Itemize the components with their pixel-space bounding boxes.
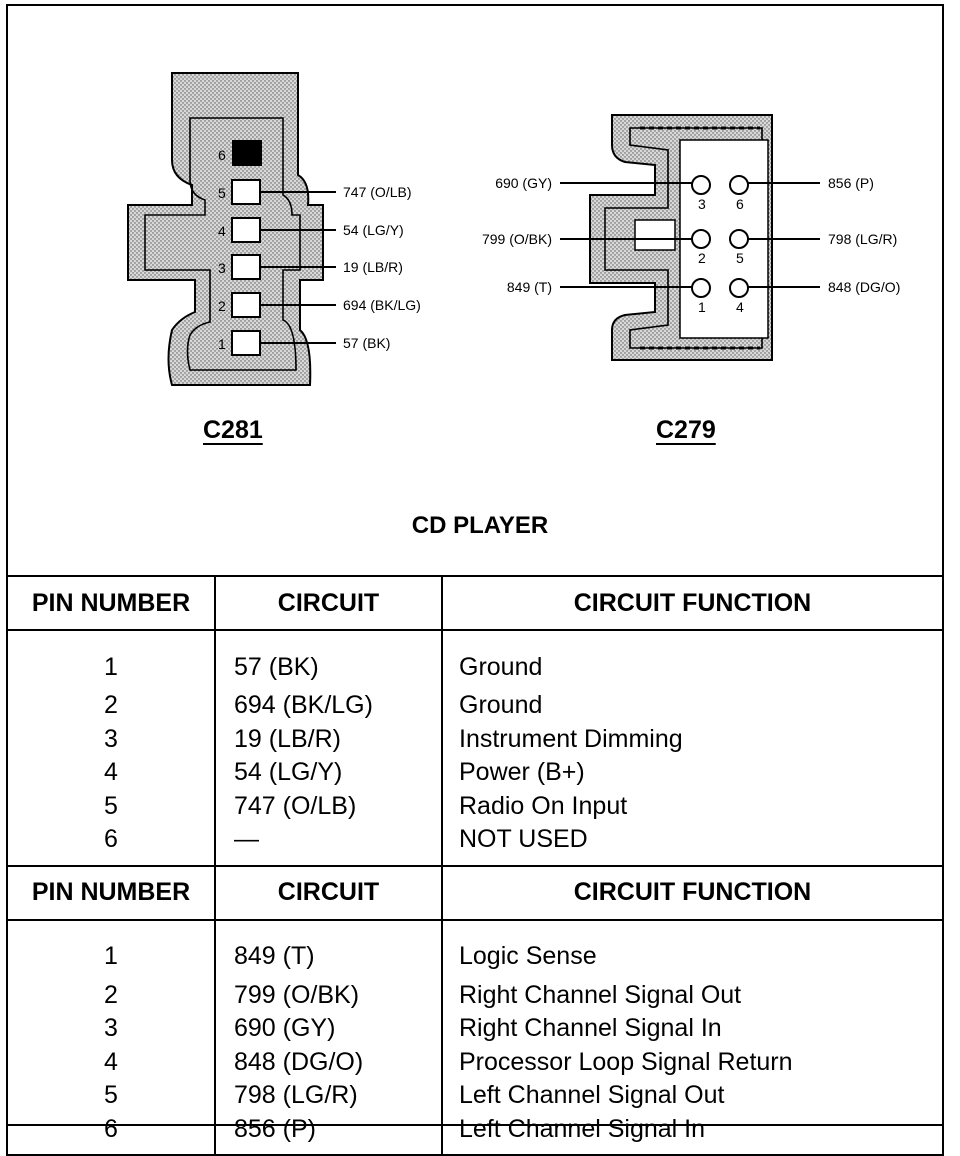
pin-number-cell: 5 <box>6 1079 216 1113</box>
c281-wire-label: 54 (LG/Y) <box>343 222 404 238</box>
c281-pin-number: 5 <box>218 185 226 201</box>
c279-wire-label: 799 (O/BK) <box>482 231 552 247</box>
column-header: CIRCUIT <box>214 864 443 921</box>
c279-pin-number: 4 <box>736 299 744 315</box>
c279-wire-label: 798 (LG/R) <box>828 231 897 247</box>
c279-wire-label: 856 (P) <box>828 175 874 191</box>
pin-number-cell: 4 <box>6 1045 216 1079</box>
c279-pin3-cavity <box>691 175 711 195</box>
pin-number-cell: 3 <box>6 722 216 756</box>
c279-pin5-cavity <box>729 229 749 249</box>
table-row: 6 856 (P) Left Channel Signal In <box>6 1112 944 1156</box>
function-cell: Left Channel Signal In <box>441 1112 944 1156</box>
c281-wire-label: 57 (BK) <box>343 335 390 351</box>
c281-pin-number: 1 <box>218 336 226 352</box>
table-header-row: PIN NUMBER CIRCUIT CIRCUIT FUNCTION <box>6 864 944 921</box>
c281-pin2-cavity <box>231 292 261 318</box>
function-cell: Left Channel Signal Out <box>441 1079 944 1113</box>
circuit-cell: 798 (LG/R) <box>214 1079 443 1113</box>
diagram-title: CD PLAYER <box>411 512 549 539</box>
c281-pin5-cavity <box>231 179 261 205</box>
function-cell: Processor Loop Signal Return <box>441 1045 944 1079</box>
c281-pin-number: 2 <box>218 298 226 314</box>
table-row: 5 747 (O/LB) Radio On Input <box>6 789 944 823</box>
c281-wire-label: 694 (BK/LG) <box>343 297 421 313</box>
c281-pin-number: 3 <box>218 260 226 276</box>
table-row: 3 690 (GY) Right Channel Signal In <box>6 1012 944 1046</box>
pin-number-cell: 2 <box>6 978 216 1012</box>
column-header: PIN NUMBER <box>6 864 216 921</box>
table-row: 1 849 (T) Logic Sense <box>6 919 944 979</box>
table-row: 2 694 (BK/LG) Ground <box>6 689 944 723</box>
c279-pin1-cavity <box>691 278 711 298</box>
circuit-cell: 54 (LG/Y) <box>214 756 443 790</box>
function-cell: Power (B+) <box>441 756 944 790</box>
table-row: 1 57 (BK) Ground <box>6 630 944 689</box>
c279-wire-label: 848 (DG/O) <box>828 279 900 295</box>
circuit-cell: 57 (BK) <box>214 630 443 689</box>
table-row: 5 798 (LG/R) Left Channel Signal Out <box>6 1079 944 1113</box>
column-header: PIN NUMBER <box>6 575 216 631</box>
pin-number-cell: 4 <box>6 756 216 790</box>
function-cell: Right Channel Signal Out <box>441 978 944 1012</box>
circuit-cell: 747 (O/LB) <box>214 789 443 823</box>
circuit-cell: 19 (LB/R) <box>214 722 443 756</box>
function-cell: Radio On Input <box>441 789 944 823</box>
pin-number-cell: 6 <box>6 823 216 867</box>
table-row: 4 848 (DG/O) Processor Loop Signal Retur… <box>6 1045 944 1079</box>
table-row: 3 19 (LB/R) Instrument Dimming <box>6 722 944 756</box>
column-header: CIRCUIT <box>214 575 443 631</box>
circuit-cell: 848 (DG/O) <box>214 1045 443 1079</box>
circuit-cell: 799 (O/BK) <box>214 978 443 1012</box>
c281-wire-label: 19 (LB/R) <box>343 259 403 275</box>
pin-table: PIN NUMBER CIRCUIT CIRCUIT FUNCTION 1 57… <box>6 575 944 1156</box>
c281-label: C281 <box>203 416 263 444</box>
c279-pin-number: 3 <box>698 196 706 212</box>
circuit-cell: 856 (P) <box>214 1112 443 1156</box>
circuit-cell: 849 (T) <box>214 919 443 979</box>
function-cell: Logic Sense <box>441 919 944 979</box>
c279-pin-number: 5 <box>736 250 744 266</box>
c279-pin-number: 1 <box>698 299 706 315</box>
circuit-cell: 694 (BK/LG) <box>214 689 443 723</box>
c279-label: C279 <box>656 416 716 444</box>
table-row: 4 54 (LG/Y) Power (B+) <box>6 756 944 790</box>
pin-number-cell: 6 <box>6 1112 216 1156</box>
pin-number-cell: 1 <box>6 919 216 979</box>
function-cell: Ground <box>441 689 944 723</box>
function-cell: Ground <box>441 630 944 689</box>
c281-wire-label: 747 (O/LB) <box>343 184 411 200</box>
c281-pin4-cavity <box>231 217 261 243</box>
c279-pin-number: 6 <box>736 196 744 212</box>
c279-pin6-cavity <box>729 175 749 195</box>
c281-connector: 6 5 4 3 2 1 747 (O/LB) 54 (LG/Y) 19 (LB/… <box>127 72 421 386</box>
c281-pin-number: 4 <box>218 223 226 239</box>
c281-pin-number: 6 <box>218 147 226 163</box>
c281-pin6-cavity <box>232 140 262 166</box>
c279-pin-number: 2 <box>698 250 706 266</box>
table-row: 2 799 (O/BK) Right Channel Signal Out <box>6 978 944 1012</box>
c281-pin1-cavity <box>231 330 261 356</box>
column-header: CIRCUIT FUNCTION <box>441 575 944 631</box>
pin-number-cell: 2 <box>6 689 216 723</box>
c281-pin3-cavity <box>231 254 261 280</box>
c279-connector: 3 6 2 5 1 4 690 (GY) 799 (O/BK) 849 (T) … <box>482 114 900 361</box>
c279-pin4-cavity <box>729 278 749 298</box>
circuit-cell: 690 (GY) <box>214 1012 443 1046</box>
function-cell: NOT USED <box>441 823 944 867</box>
column-header: CIRCUIT FUNCTION <box>441 864 944 921</box>
connector-diagrams: 6 5 4 3 2 1 747 (O/LB) 54 (LG/Y) 19 (LB/… <box>127 72 900 386</box>
function-cell: Instrument Dimming <box>441 722 944 756</box>
c279-wire-label: 849 (T) <box>507 279 552 295</box>
table-header-row: PIN NUMBER CIRCUIT CIRCUIT FUNCTION <box>6 575 944 631</box>
pin-number-cell: 5 <box>6 789 216 823</box>
pin-number-cell: 1 <box>6 630 216 689</box>
c279-pin2-cavity <box>691 229 711 249</box>
c279-wire-label: 690 (GY) <box>495 175 552 191</box>
table-row: 6 — NOT USED <box>6 823 944 867</box>
pin-number-cell: 3 <box>6 1012 216 1046</box>
function-cell: Right Channel Signal In <box>441 1012 944 1046</box>
circuit-cell: — <box>214 823 443 867</box>
